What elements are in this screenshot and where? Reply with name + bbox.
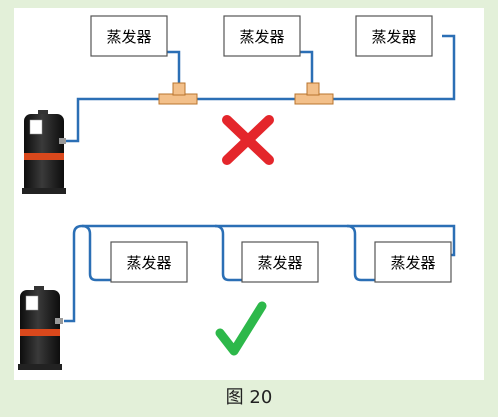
cross-mark-icon — [222, 115, 274, 165]
bottom-evaporator-label-2: 蒸发器 — [257, 254, 302, 272]
top-evaporator-label-1: 蒸发器 — [106, 28, 151, 46]
tee-fitting-2 — [294, 82, 334, 105]
top-branch-pipe-1 — [167, 50, 181, 93]
top-diagram: 蒸发器 蒸发器 蒸发器 — [22, 15, 456, 194]
check-mark-icon — [215, 301, 267, 356]
tee-fitting-1 — [158, 82, 198, 105]
top-evaporator-1: 蒸发器 — [90, 15, 168, 57]
bottom-evaporator-2: 蒸发器 — [241, 241, 319, 283]
piping-diagram: 蒸发器 蒸发器 蒸发器 — [18, 15, 456, 370]
bottom-diagram: 蒸发器 蒸发器 蒸发器 — [18, 224, 456, 370]
top-evaporator-3: 蒸发器 — [355, 15, 433, 57]
top-evaporator-label-3: 蒸发器 — [371, 28, 416, 46]
diagram-panel: 蒸发器 蒸发器 蒸发器 — [14, 8, 484, 380]
bottom-evaporator-1: 蒸发器 — [110, 241, 188, 283]
bottom-compressor — [18, 286, 63, 370]
bottom-branch-pipe-3 — [346, 224, 375, 282]
bottom-branch-pipe-2 — [214, 224, 242, 282]
bottom-main-pipe — [64, 224, 456, 323]
bottom-evaporator-3: 蒸发器 — [374, 241, 452, 283]
top-evaporator-2: 蒸发器 — [223, 15, 301, 57]
top-main-pipe — [59, 34, 456, 143]
bottom-evaporator-label-1: 蒸发器 — [126, 254, 171, 272]
top-evaporator-label-2: 蒸发器 — [239, 28, 284, 46]
figure-caption: 图 20 — [225, 387, 273, 408]
bottom-branch-pipe-1 — [81, 224, 111, 282]
top-branch-pipe-2 — [300, 50, 314, 93]
bottom-evaporator-label-3: 蒸发器 — [390, 254, 435, 272]
top-compressor — [22, 110, 66, 194]
